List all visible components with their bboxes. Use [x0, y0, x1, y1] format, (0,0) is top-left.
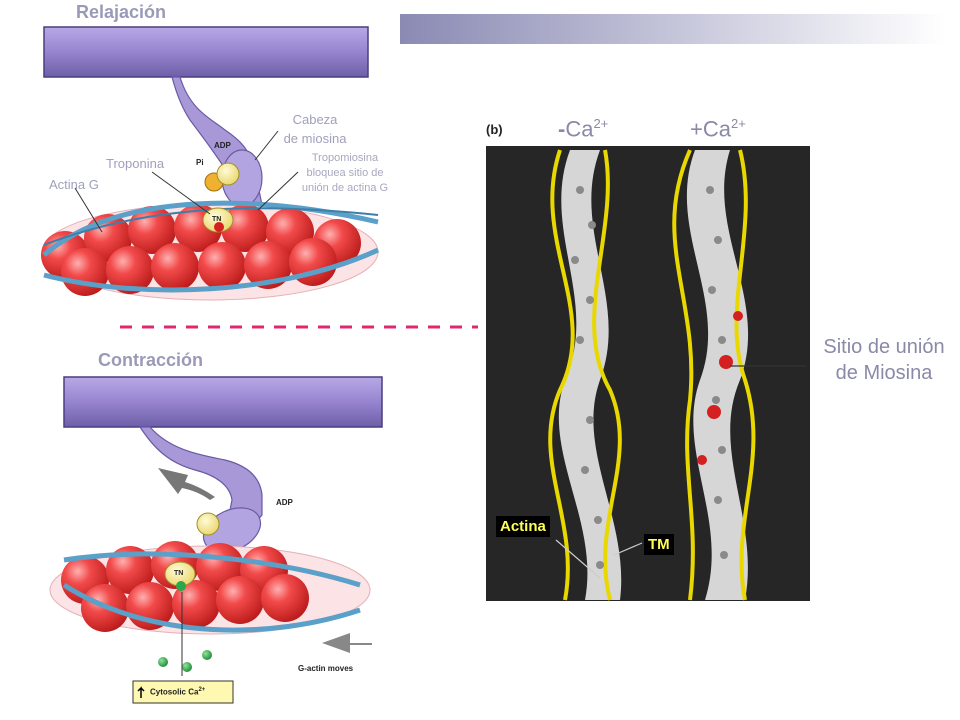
contraccion-title: Contracción: [98, 350, 204, 370]
calcium-ion: [202, 650, 212, 660]
myosin-filament-top: [43, 26, 369, 78]
adp-molecule-top: [216, 162, 240, 186]
myosin-filament-bottom: [63, 376, 383, 428]
adp-label-bottom: ADP: [276, 498, 293, 507]
head-movement-arrow: [158, 468, 215, 500]
header-gradient-bar: [400, 14, 945, 44]
actina-g-label: Actina G: [49, 177, 99, 192]
calcium-ion: [182, 662, 192, 672]
adp-molecule-bottom: [196, 512, 220, 536]
tn-label-top: TN: [212, 216, 222, 223]
troponin-top: [202, 207, 234, 233]
pi-label: Pi: [196, 158, 204, 167]
g-actin-moves-label: G-actin moves: [298, 664, 354, 673]
myosin-head-label: Cabeza de miosina: [283, 112, 347, 146]
actin-movement-arrow: [322, 633, 372, 653]
tropomiosina-label: Tropomiosina bloquea sitio de unión de a…: [301, 152, 389, 194]
actin-filament-bottom: [49, 541, 371, 635]
troponina-label: Troponina: [106, 156, 165, 171]
actina-tag: Actina: [496, 516, 550, 537]
cytosolic-ca-label: Cytosolic Ca2+: [150, 687, 206, 697]
minus-calcium-label: -Ca2+: [558, 116, 609, 142]
cytosolic-box: [132, 680, 234, 704]
calcium-ion: [158, 657, 168, 667]
plus-calcium-label: +Ca2+: [690, 116, 746, 142]
actin-filament-top: [41, 200, 380, 301]
panel-b-label: (b): [486, 122, 503, 137]
tm-tag: TM: [644, 534, 674, 555]
adp-label-top: ADP: [214, 141, 231, 150]
myosin-binding-site-label: Sitio de unión de Miosina: [823, 336, 945, 384]
tn-label-bottom: TN: [174, 570, 184, 577]
relajacion-title: Relajación: [76, 2, 167, 22]
